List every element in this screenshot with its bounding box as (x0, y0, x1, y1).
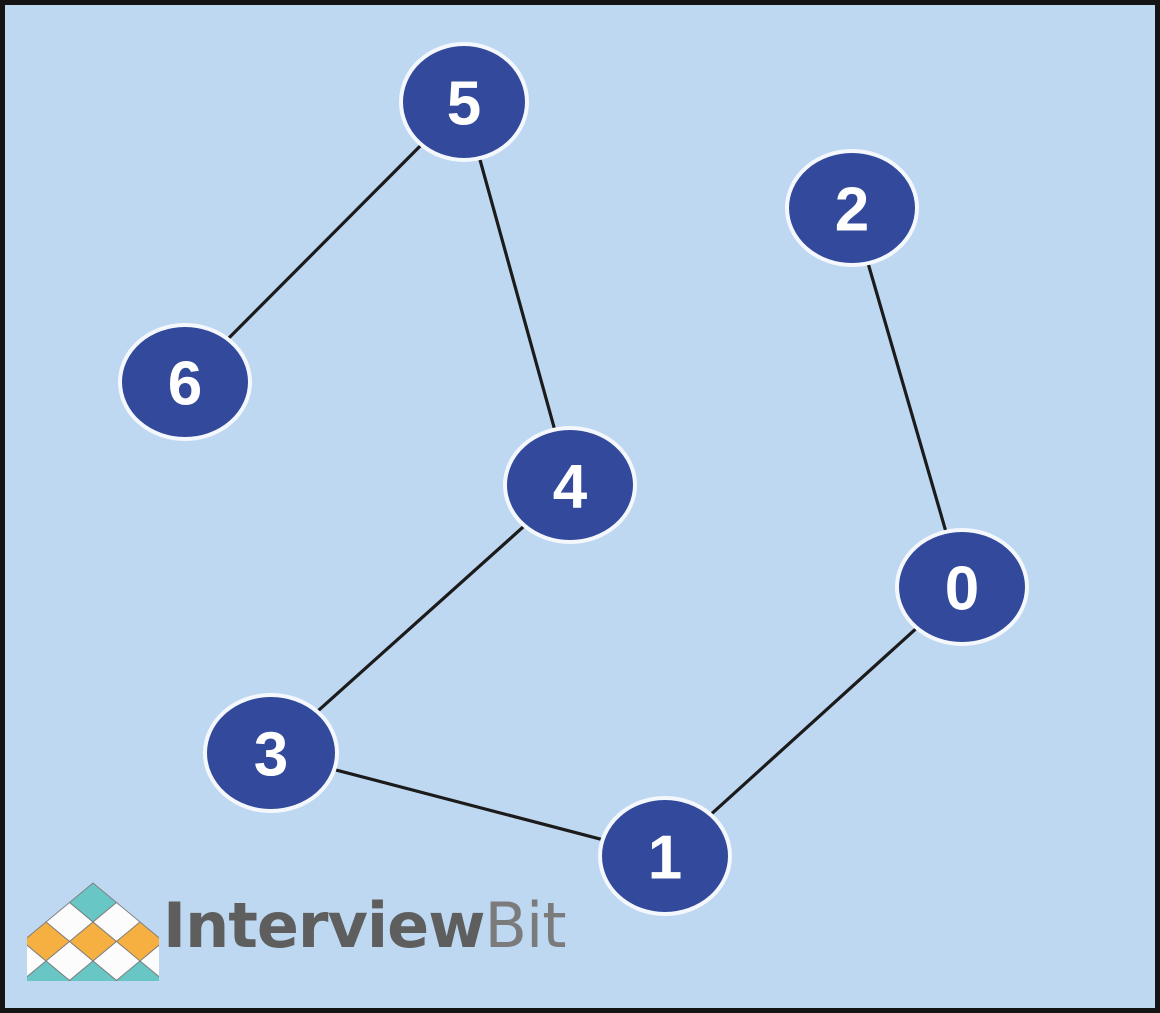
graph-node-label-5: 5 (447, 70, 481, 139)
graph-node-label-4: 4 (553, 453, 588, 522)
nodes-layer: 5 2 6 4 0 3 1 (118, 42, 1029, 916)
logo-diamond-r4-c4 (139, 944, 159, 978)
graph-node-6[interactable]: 6 (118, 323, 252, 441)
interviewbit-logo-mark (27, 882, 159, 981)
graph-edge-5-6 (226, 143, 424, 341)
logo-diamond-r5-c3 (68, 960, 118, 981)
graph-node-4[interactable]: 4 (503, 426, 637, 544)
graph-edge-1-0 (709, 626, 919, 817)
logo-diamond-r4-c1 (27, 944, 47, 978)
logo-word-bit: Bit (484, 889, 566, 962)
graph-node-shape-2 (785, 149, 919, 267)
graph-edge-3-1 (332, 767, 605, 842)
graph-edge-0-2 (866, 261, 948, 534)
graph-node-5[interactable]: 5 (399, 42, 529, 162)
graph-edge-5-4 (477, 156, 557, 432)
interviewbit-wordmark: InterviewBit (163, 895, 567, 957)
graph-node-1[interactable]: 1 (598, 796, 732, 916)
edges-layer (226, 143, 948, 842)
graph-node-shape-6 (118, 323, 252, 441)
graph-node-shape-4 (503, 426, 637, 544)
logo-diamond-r5-c4 (115, 960, 159, 981)
graph-node-shape-0 (895, 528, 1029, 646)
graph-edge-4-3 (315, 524, 527, 714)
interviewbit-logo: InterviewBit (27, 881, 567, 993)
graph-svg: 5 2 6 4 0 3 1 (118, 42, 1029, 916)
graph-node-3[interactable]: 3 (203, 693, 339, 813)
graph-node-2[interactable]: 2 (785, 149, 919, 267)
graph-node-label-3: 3 (254, 721, 288, 790)
graph-node-label-0: 0 (945, 555, 979, 624)
graph-node-label-2: 2 (835, 176, 869, 245)
graph-node-label-6: 6 (168, 350, 202, 419)
graph-node-shape-3 (203, 693, 339, 813)
graph-node-0[interactable]: 0 (895, 528, 1029, 646)
graph-node-shape-5 (399, 42, 529, 162)
graph-node-shape-1 (598, 796, 732, 916)
logo-word-interview: Interview (163, 889, 485, 962)
logo-diamond-r5-c2 (27, 960, 71, 981)
graph-node-label-1: 1 (648, 824, 682, 893)
